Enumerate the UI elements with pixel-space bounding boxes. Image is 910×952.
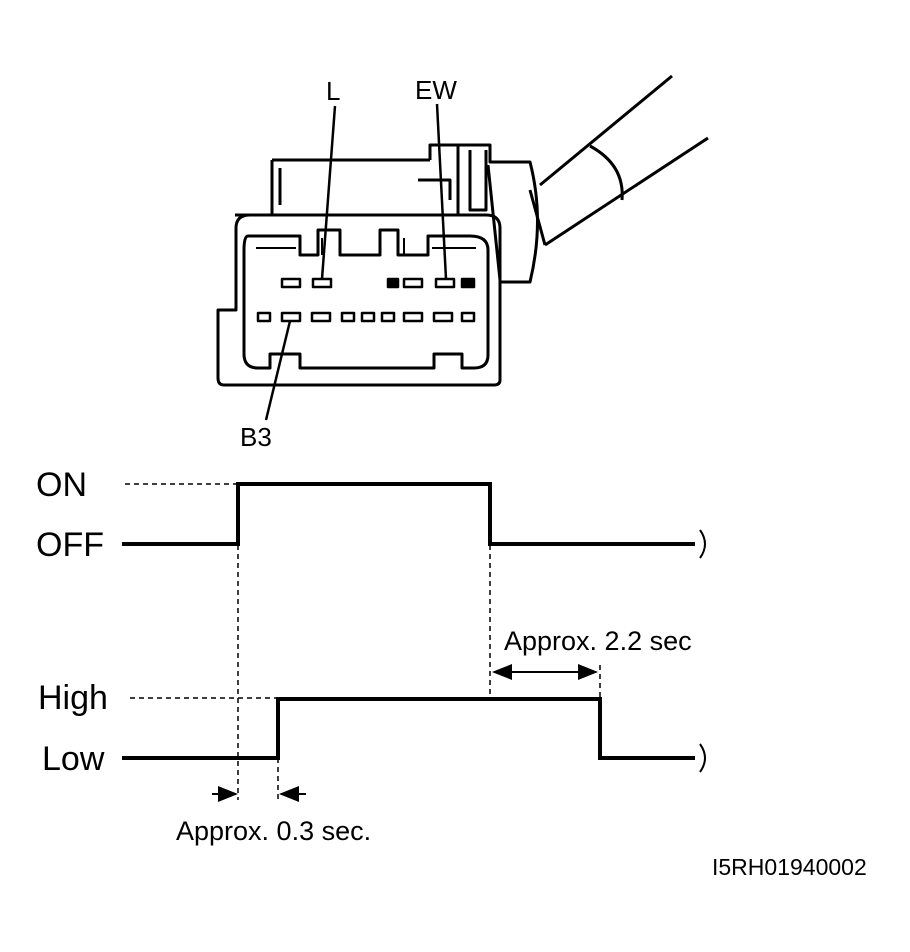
pin-label-b3: B3 [240, 422, 272, 452]
timing-diagram [122, 482, 706, 802]
connector-front-housing [216, 213, 502, 387]
switch-on-label: ON [36, 466, 87, 504]
switch-lever [528, 74, 709, 247]
connector-illustration [216, 74, 709, 421]
pin-leader-lines [264, 103, 448, 421]
switch-waveform [122, 482, 695, 546]
output-low-label: Low [42, 740, 105, 778]
pin-label-ew: EW [415, 75, 457, 105]
switch-off-label: OFF [36, 526, 104, 564]
pin-label-l: L [326, 76, 341, 106]
delay-off-annotation: Approx. 2.2 sec [504, 626, 692, 656]
output-waveform [122, 697, 695, 760]
reference-dashed-lines [125, 483, 601, 800]
connector-rear-housing [235, 143, 539, 284]
output-waveform-break [699, 743, 706, 773]
switch-waveform-break [699, 529, 706, 559]
pin-row-lower [256, 311, 476, 323]
figure-code: I5RH01940002 [712, 854, 867, 880]
output-high-label: High [38, 679, 108, 717]
delay-on-annotation: Approx. 0.3 sec. [176, 816, 372, 846]
pin-row-upper [280, 277, 476, 289]
